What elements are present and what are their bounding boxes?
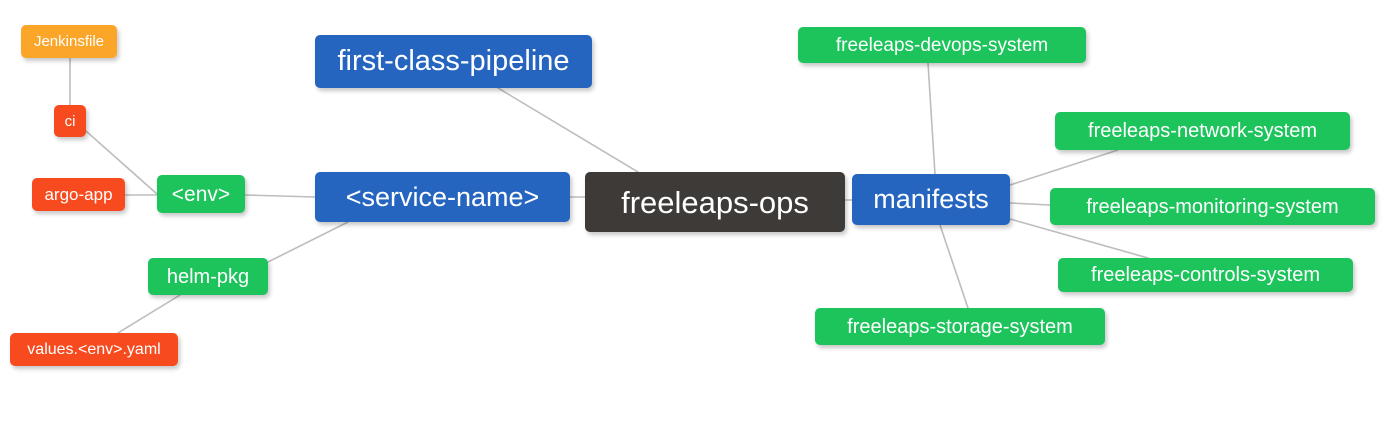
- node-manifests[interactable]: manifests: [852, 174, 1010, 225]
- edge-manifests-to-freeleaps-monitoring-system: [1009, 202, 1051, 206]
- edge-manifests-to-freeleaps-network-system: [1009, 149, 1119, 186]
- node-env[interactable]: <env>: [157, 175, 245, 213]
- node-argo-app[interactable]: argo-app: [32, 178, 125, 211]
- edge-manifests-to-freeleaps-devops-system: [927, 62, 936, 175]
- edge-helm-pkg-to-service-name: [267, 221, 349, 263]
- node-label-freeleaps-controls-system: freeleaps-controls-system: [1091, 264, 1320, 286]
- node-label-jenkinsfile: Jenkinsfile: [33, 33, 105, 50]
- node-jenkinsfile[interactable]: Jenkinsfile: [21, 25, 117, 58]
- node-helm-pkg[interactable]: helm-pkg: [148, 258, 268, 295]
- node-label-argo-app: argo-app: [44, 185, 113, 204]
- node-label-freeleaps-devops-system: freeleaps-devops-system: [835, 34, 1049, 56]
- node-label-freeleaps-monitoring-system: freeleaps-monitoring-system: [1086, 195, 1339, 218]
- node-ci[interactable]: ci: [54, 105, 86, 137]
- edge-first-class-pipeline-to-freeleaps-ops: [497, 87, 639, 173]
- node-service-name[interactable]: <service-name>: [315, 172, 570, 222]
- node-label-freeleaps-network-system: freeleaps-network-system: [1088, 120, 1317, 142]
- node-first-class-pipeline[interactable]: first-class-pipeline: [315, 35, 592, 88]
- node-freeleaps-network-system[interactable]: freeleaps-network-system: [1055, 112, 1350, 150]
- node-label-freeleaps-ops: freeleaps-ops: [621, 184, 809, 220]
- edge-values-yaml-to-helm-pkg: [117, 294, 181, 334]
- node-label-helm-pkg: helm-pkg: [166, 265, 250, 288]
- node-label-manifests: manifests: [873, 184, 989, 214]
- node-label-ci: ci: [64, 112, 76, 130]
- node-freeleaps-devops-system[interactable]: freeleaps-devops-system: [798, 27, 1086, 63]
- node-freeleaps-storage-system[interactable]: freeleaps-storage-system: [815, 308, 1105, 345]
- node-values-yaml[interactable]: values.<env>.yaml: [10, 333, 178, 366]
- node-label-first-class-pipeline: first-class-pipeline: [337, 45, 570, 77]
- node-label-values-yaml: values.<env>.yaml: [27, 340, 161, 358]
- node-label-service-name: <service-name>: [345, 181, 540, 212]
- node-freeleaps-ops[interactable]: freeleaps-ops: [585, 172, 845, 232]
- node-freeleaps-controls-system[interactable]: freeleaps-controls-system: [1058, 258, 1353, 292]
- node-label-freeleaps-storage-system: freeleaps-storage-system: [847, 315, 1073, 338]
- node-freeleaps-monitoring-system[interactable]: freeleaps-monitoring-system: [1050, 188, 1375, 225]
- node-label-env: <env>: [171, 182, 231, 206]
- edge-manifests-to-freeleaps-storage-system: [939, 224, 969, 309]
- edge-env-to-service-name: [244, 194, 316, 198]
